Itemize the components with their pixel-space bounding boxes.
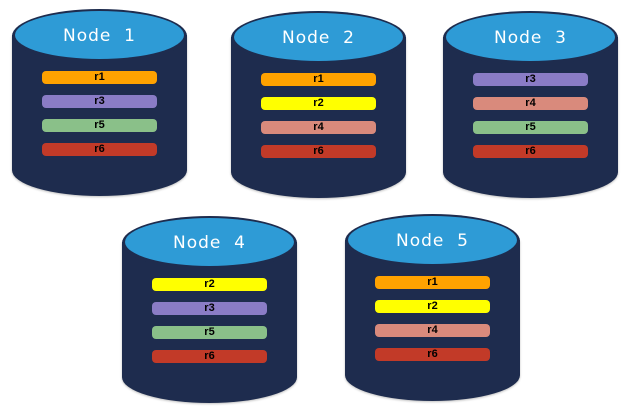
database-cylinder-node-1: Node 1 r1 r3 r5 r6 (12, 9, 187, 196)
node-title: Node 1 (63, 26, 136, 46)
replica-label: r3 (525, 73, 536, 85)
replica-bar: r3 (42, 95, 157, 108)
replica-bar: r5 (473, 121, 588, 134)
cylinder-top-rim: Node 2 (231, 11, 406, 65)
replica-bar: r6 (261, 145, 376, 158)
node-title: Node 4 (173, 233, 246, 253)
replica-bar: r6 (473, 145, 588, 158)
replica-bar: r1 (42, 71, 157, 84)
replica-bar: r2 (152, 278, 267, 291)
replica-label: r2 (313, 97, 324, 109)
cylinder-top-rim: Node 5 (345, 214, 520, 268)
replica-bar: r2 (261, 97, 376, 110)
replica-list: r1 r3 r5 r6 (42, 71, 157, 156)
cylinder-top-ellipse: Node 4 (125, 218, 294, 266)
replica-bar: r1 (375, 276, 490, 289)
replica-label: r1 (313, 73, 324, 85)
replica-label: r2 (427, 300, 438, 312)
replica-label: r5 (204, 326, 215, 338)
replica-label: r1 (94, 71, 105, 83)
replica-bar: r5 (42, 119, 157, 132)
replica-bar: r1 (261, 73, 376, 86)
replica-label: r6 (313, 145, 324, 157)
database-cylinder-node-5: Node 5 r1 r2 r4 r6 (345, 214, 520, 401)
replica-label: r3 (204, 302, 215, 314)
database-cylinder-node-4: Node 4 r2 r3 r5 r6 (122, 216, 297, 403)
replica-label: r3 (94, 95, 105, 107)
replica-list: r1 r2 r4 r6 (261, 73, 376, 158)
replica-list: r1 r2 r4 r6 (375, 276, 490, 361)
database-cylinder-node-3: Node 3 r3 r4 r5 r6 (443, 11, 618, 198)
replica-label: r5 (525, 121, 536, 133)
cylinder-top-rim: Node 4 (122, 216, 297, 270)
replica-label: r4 (313, 121, 324, 133)
replica-label: r1 (427, 276, 438, 288)
replica-label: r4 (525, 97, 536, 109)
replica-label: r6 (204, 350, 215, 362)
cylinder-top-ellipse: Node 5 (348, 216, 517, 264)
replica-label: r2 (204, 278, 215, 290)
cylinder-top-rim: Node 3 (443, 11, 618, 65)
replica-label: r6 (427, 348, 438, 360)
replica-bar: r4 (473, 97, 588, 110)
replica-label: r6 (94, 143, 105, 155)
replica-bar: r3 (473, 73, 588, 86)
replica-bar: r4 (375, 324, 490, 337)
cylinder-top-rim: Node 1 (12, 9, 187, 63)
cylinder-top-ellipse: Node 3 (446, 13, 615, 61)
replica-bar: r6 (375, 348, 490, 361)
replica-bar: r6 (152, 350, 267, 363)
replica-bar: r2 (375, 300, 490, 313)
cylinder-top-ellipse: Node 2 (234, 13, 403, 61)
replica-bar: r6 (42, 143, 157, 156)
replica-label: r4 (427, 324, 438, 336)
replica-bar: r4 (261, 121, 376, 134)
replica-list: r3 r4 r5 r6 (473, 73, 588, 158)
replica-label: r5 (94, 119, 105, 131)
node-title: Node 2 (282, 28, 355, 48)
node-title: Node 5 (396, 231, 469, 251)
cylinder-top-ellipse: Node 1 (15, 11, 184, 59)
replica-bar: r3 (152, 302, 267, 315)
replica-bar: r5 (152, 326, 267, 339)
replica-list: r2 r3 r5 r6 (152, 278, 267, 363)
database-cylinder-node-2: Node 2 r1 r2 r4 r6 (231, 11, 406, 198)
node-title: Node 3 (494, 28, 567, 48)
replica-label: r6 (525, 145, 536, 157)
